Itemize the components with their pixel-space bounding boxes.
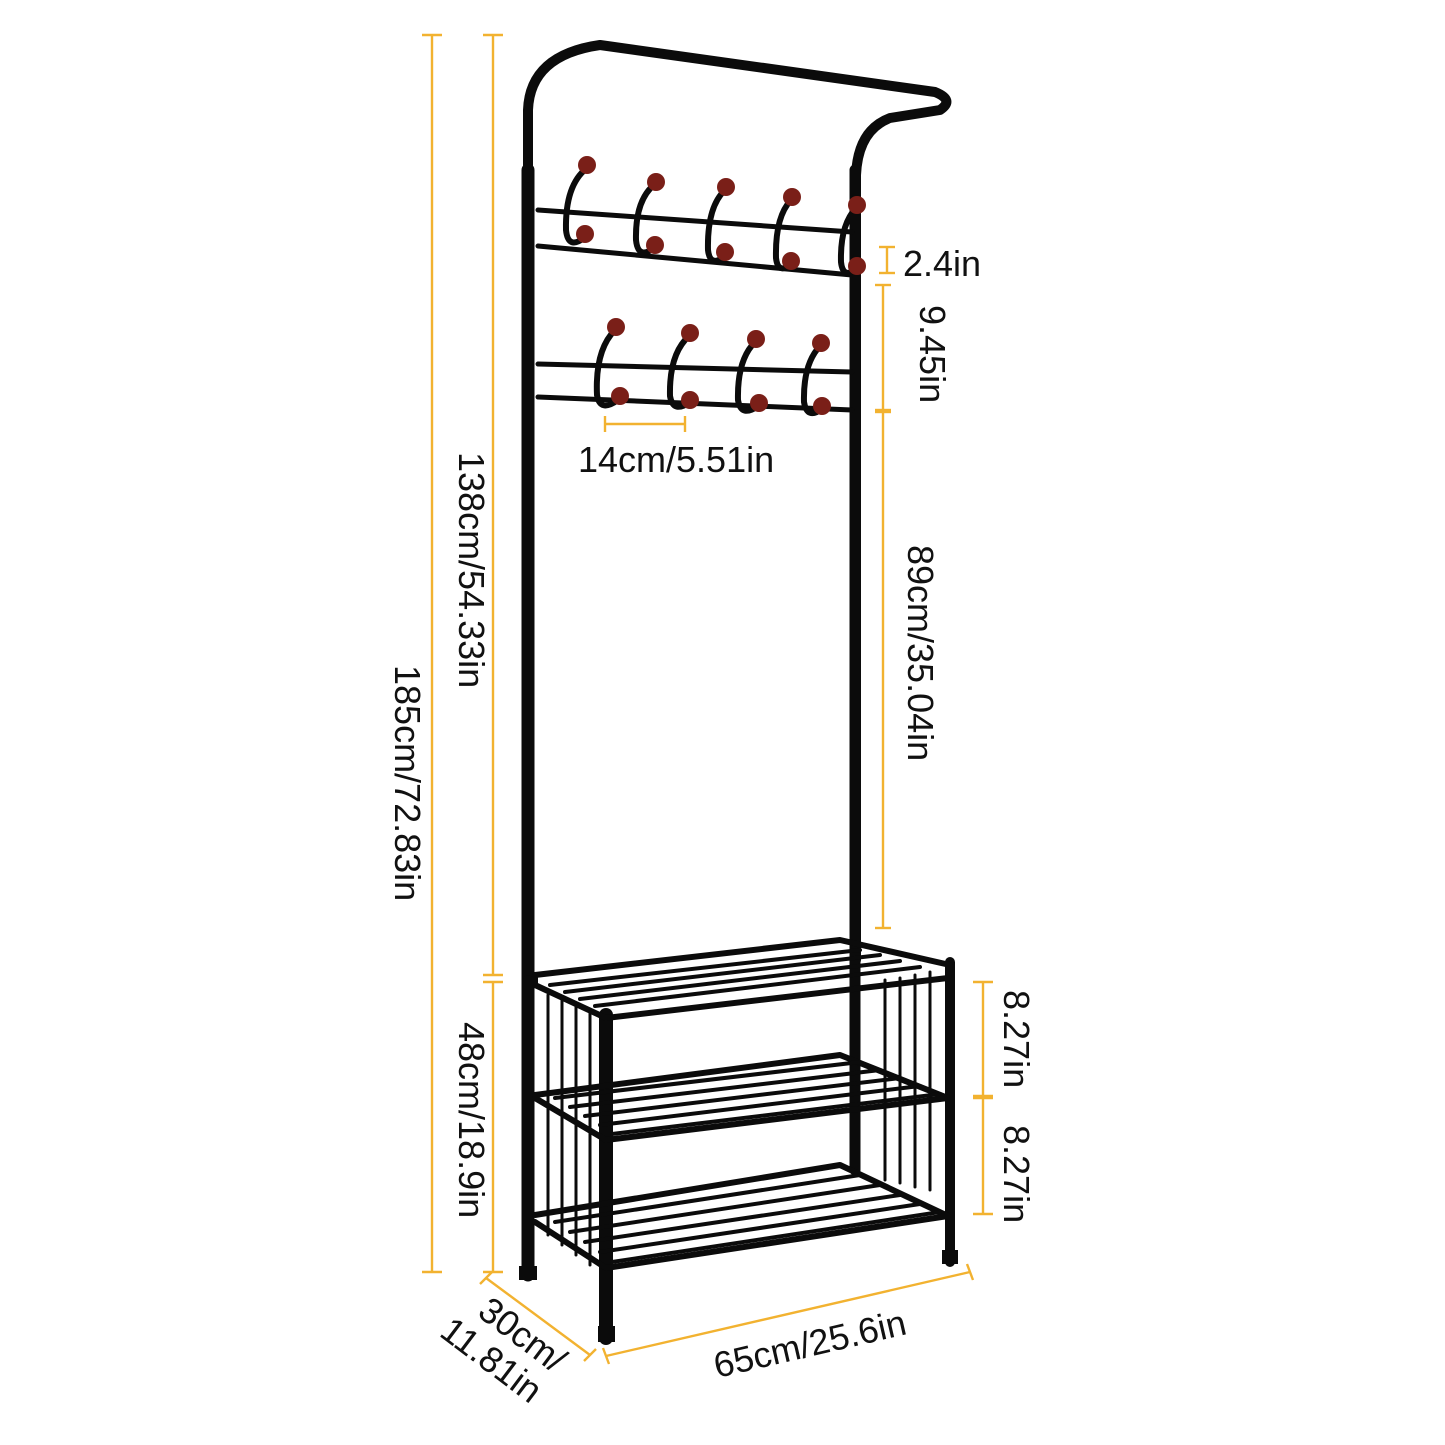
- shoe-rack-height-label: 48cm/18.9in: [451, 1022, 492, 1218]
- dimension-lines: [422, 33, 993, 1365]
- shelf-top: [532, 937, 953, 1021]
- hook: [837, 196, 866, 276]
- shelf-gap-upper-label: 8.27in: [996, 990, 1037, 1088]
- hook: [704, 178, 735, 264]
- coat-rack: [519, 40, 958, 1345]
- hook: [800, 334, 831, 417]
- hook: [562, 156, 596, 246]
- top-hook-gap-label: 2.4in: [903, 243, 981, 284]
- hook: [593, 318, 629, 409]
- width-line: [605, 1270, 971, 1358]
- left-side-slats: [546, 993, 592, 1267]
- shelf-bottom: [532, 1162, 951, 1271]
- foot: [942, 1250, 958, 1264]
- top-arch-bar: [523, 40, 952, 965]
- hook: [666, 324, 699, 410]
- upper-hooks: [562, 156, 866, 276]
- foot: [598, 1326, 615, 1342]
- hook: [772, 188, 801, 272]
- shelf-gap-lower-label: 8.27in: [996, 1125, 1037, 1223]
- foot: [519, 1266, 537, 1280]
- hook-bar-distance-label: 9.45in: [912, 305, 953, 403]
- hook: [632, 173, 665, 256]
- hook: [734, 330, 768, 414]
- total-height-label: 185cm/72.83in: [387, 665, 428, 901]
- shoe-rack: [519, 937, 958, 1345]
- hook-section-height-label: 138cm/54.33in: [451, 452, 492, 688]
- lower-hooks: [593, 318, 831, 417]
- width-label: 65cm/25.6in: [710, 1302, 910, 1386]
- shelf-middle: [532, 1052, 951, 1143]
- upper-hook-bar: [535, 207, 855, 278]
- hook-spacing-label: 14cm/5.51in: [578, 439, 774, 480]
- depth-line: [485, 1277, 591, 1356]
- lower-hook-to-shelf-label: 89cm/35.04in: [900, 545, 941, 761]
